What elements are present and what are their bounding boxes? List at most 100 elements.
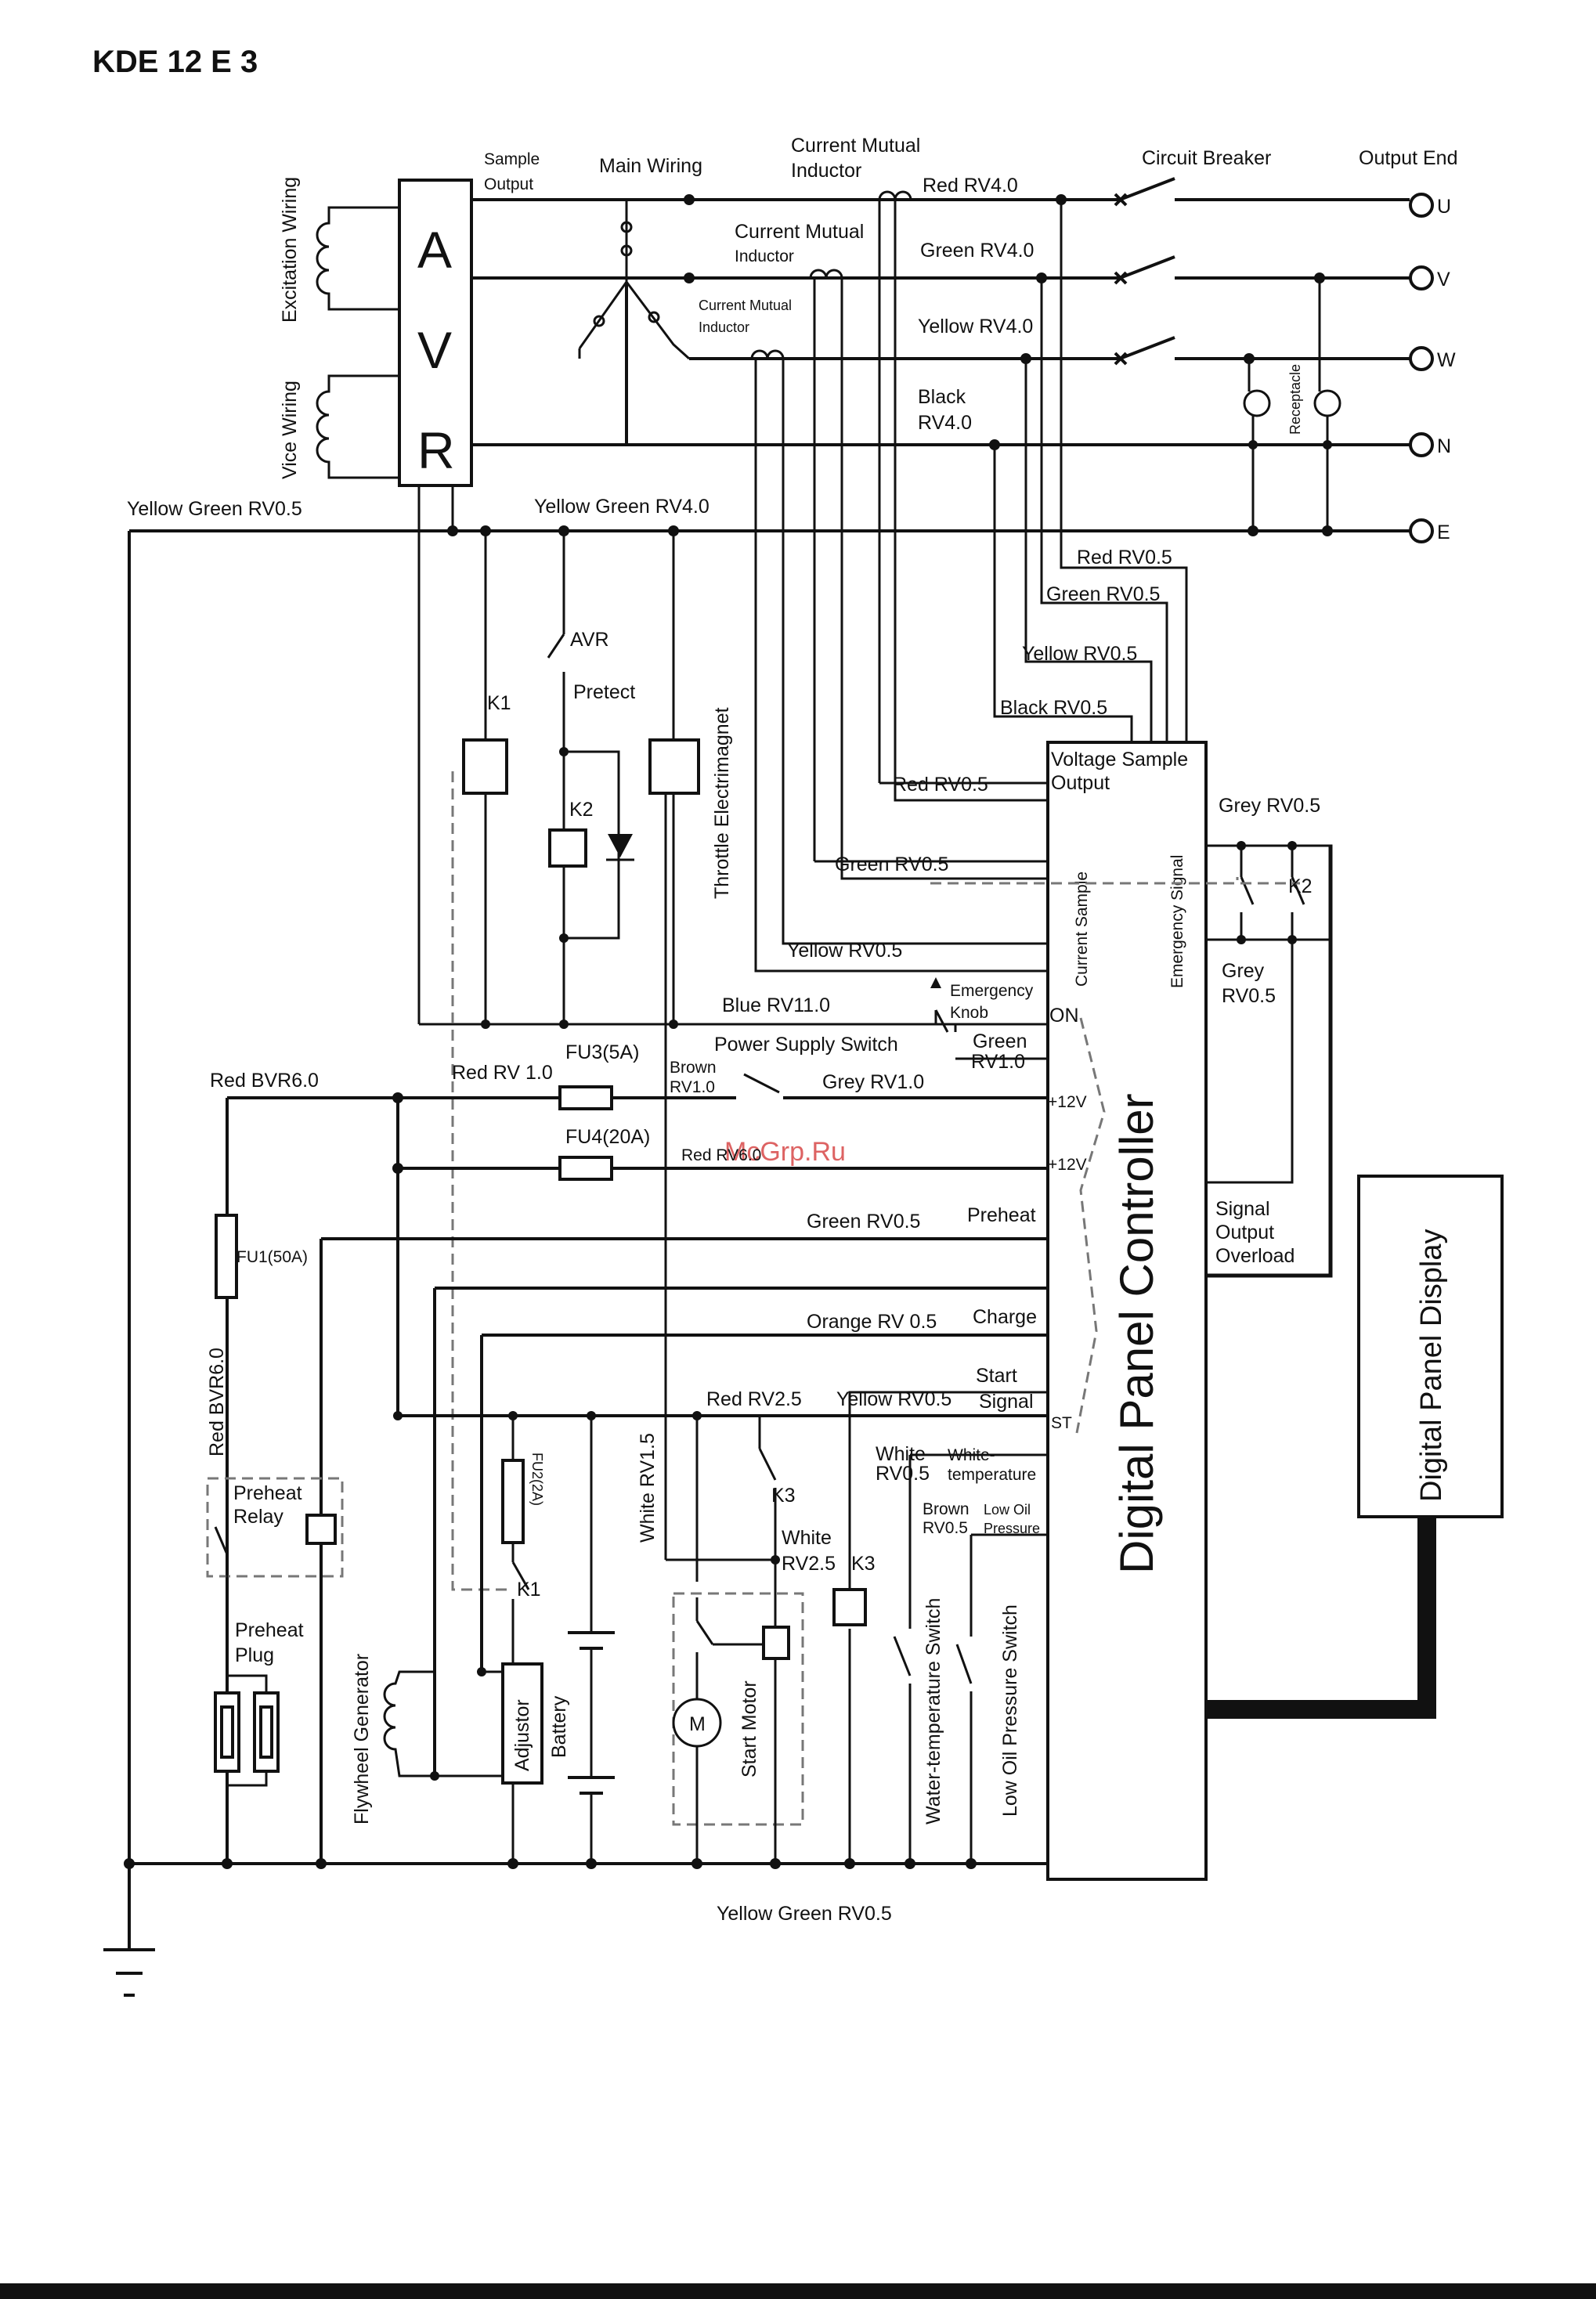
ground-junctions — [124, 1858, 977, 1869]
blue-rv110-label: Blue RV11.0 — [722, 994, 830, 1016]
white-rv25-label-1: White — [782, 1527, 832, 1549]
page-bottom-bar — [0, 2283, 1596, 2299]
fu4-label: FU4(20A) — [565, 1126, 650, 1148]
charge-label: Charge — [973, 1306, 1037, 1328]
white-temp-label-2: temperature — [948, 1466, 1036, 1484]
preheat-label: Preheat — [967, 1204, 1036, 1226]
red-rv60-label: Red RV6.0 — [681, 1146, 761, 1164]
k2-right-label: K2 — [1288, 875, 1313, 897]
yg-rv05-left-label: Yellow Green RV0.5 — [127, 498, 302, 520]
controller-right-wiring — [1206, 841, 1333, 1278]
controller-title: Digital Panel Controller — [1110, 1093, 1163, 1574]
vice-wiring-label: Vice Wiring — [279, 381, 301, 479]
terminal-n: N — [1437, 435, 1451, 457]
preheat-plug-icon — [214, 1674, 280, 1864]
preheat-relay-box — [206, 1477, 344, 1578]
grey-rv05-b-label-2: RV0.5 — [1222, 985, 1276, 1007]
display-title: Digital Panel Display — [1415, 1229, 1448, 1503]
white-rv05-label-1: White — [876, 1443, 926, 1465]
cmi-label-3b: Inductor — [699, 319, 749, 335]
red-rv25-label: Red RV2.5 — [706, 1388, 802, 1410]
cmi-label-1a: Current Mutual — [791, 135, 920, 157]
yg-rv40-label: Yellow Green RV4.0 — [534, 496, 710, 518]
k3-relay-coil — [832, 1588, 867, 1626]
adjustor — [501, 1662, 543, 1785]
brown-rv05-label-2: RV0.5 — [923, 1519, 968, 1537]
circuit-breaker-label: Circuit Breaker — [1142, 147, 1271, 169]
terminal-u: U — [1437, 196, 1451, 218]
fu2-label: FU2(2A) — [529, 1453, 545, 1506]
main-wiring-star-icon — [578, 200, 691, 360]
green-rv10-label-2: RV1.0 — [971, 1051, 1025, 1073]
signal-wires — [754, 200, 1188, 973]
low-oil-label-1: Low Oil — [984, 1502, 1031, 1518]
throttle-label: Throttle Electrimagnet — [711, 707, 733, 899]
preheat-plug-label-1: Preheat — [235, 1619, 304, 1641]
brown-rv05-label-1: Brown — [923, 1500, 970, 1518]
flywheel-label: Flywheel Generator — [351, 1654, 373, 1824]
bus-junctions — [447, 194, 1333, 536]
water-temp-switch-label: Water-temperature Switch — [923, 1598, 944, 1824]
k1-label: K1 — [487, 692, 511, 714]
preheat-relay-label-2: Relay — [233, 1506, 283, 1528]
orange-rv05-label: Orange RV 0.5 — [807, 1311, 937, 1333]
black-rv05-label: Black RV0.5 — [1000, 697, 1107, 719]
grey-rv05-a-label: Grey RV0.5 — [1219, 795, 1320, 817]
emergency-knob-label-1: Emergency — [950, 982, 1034, 1000]
excitation-coil-icon — [316, 206, 399, 311]
circuit-breaker-icon — [1114, 177, 1175, 366]
start-signal-label-1: Start — [976, 1365, 1017, 1387]
k3-coil-label: K3 — [851, 1553, 876, 1575]
preheat-relay-icon — [214, 1511, 337, 1621]
emergency-knob-icon — [930, 977, 1048, 1033]
output-terminals: U V W N E — [1409, 193, 1456, 543]
red-rv05-label: Red RV0.5 — [1077, 547, 1172, 568]
k2-label: K2 — [569, 799, 594, 821]
white-rv05-label-2: RV0.5 — [876, 1463, 930, 1485]
black-rv40-label-1: Black — [918, 386, 966, 408]
green-rv05-label: Green RV0.5 — [1046, 583, 1160, 605]
green-rv10-label-1: Green — [973, 1030, 1027, 1052]
sample-output-label-1: Sample — [484, 150, 540, 168]
receptacle-label: Receptacle — [1287, 364, 1303, 435]
red-bvr60-label: Red BVR6.0 — [210, 1070, 319, 1092]
v12-b-label: +12V — [1048, 1156, 1087, 1174]
cmi-label-2a: Current Mutual — [735, 221, 864, 243]
avr-protect-switch-icon — [547, 633, 634, 1029]
avr-protect-label-2: Pretect — [573, 681, 635, 703]
green-rv05-b-label: Green RV0.5 — [835, 854, 948, 875]
voltage-sample-label-2: Output — [1051, 772, 1110, 794]
watermark: McGrp.Ru — [724, 1137, 846, 1167]
avr-block: A V R — [398, 179, 473, 487]
ground-icon — [103, 1864, 155, 1997]
avr-letter-r: R — [417, 421, 455, 479]
white-temp-label-1: White- — [948, 1446, 995, 1464]
battery-label: Battery — [548, 1695, 570, 1758]
black-rv40-label-2: RV4.0 — [918, 412, 972, 434]
terminal-w: W — [1437, 349, 1456, 371]
green-rv05-pre-label: Green RV0.5 — [807, 1211, 920, 1233]
flywheel-generator-coil-icon — [383, 1670, 503, 1781]
signal-output-label-2: Output — [1215, 1222, 1274, 1243]
current-mutual-inductor-icon — [750, 190, 912, 359]
display-cable — [1206, 1517, 1436, 1719]
brown-rv10-label-2: RV1.0 — [670, 1078, 715, 1096]
k1-bottom-label: K1 — [517, 1579, 541, 1601]
white-rv15-label: White RV1.5 — [637, 1433, 659, 1543]
yellow-rv05-bottom-label: Yellow RV0.5 — [836, 1388, 951, 1410]
battery-icon — [568, 1416, 615, 1864]
white-rv25-label-2: RV2.5 — [782, 1553, 836, 1575]
fu1-label: FU1(50A) — [237, 1248, 308, 1266]
current-sample-label: Current Sample — [1073, 872, 1091, 987]
preheat-plug-label-2: Plug — [235, 1644, 274, 1666]
avr-letter-a: A — [417, 221, 452, 279]
on-label: ON — [1049, 1005, 1079, 1027]
yellow-rv40-label: Yellow RV4.0 — [918, 316, 1033, 337]
receptacle-icon — [1243, 278, 1341, 531]
avr-letter-v: V — [417, 321, 452, 379]
k1-relay-coil — [462, 738, 508, 795]
start-motor-icon — [672, 1597, 790, 1864]
fu2-fuse — [501, 1459, 525, 1544]
low-oil-label-2: Pressure — [984, 1521, 1040, 1536]
